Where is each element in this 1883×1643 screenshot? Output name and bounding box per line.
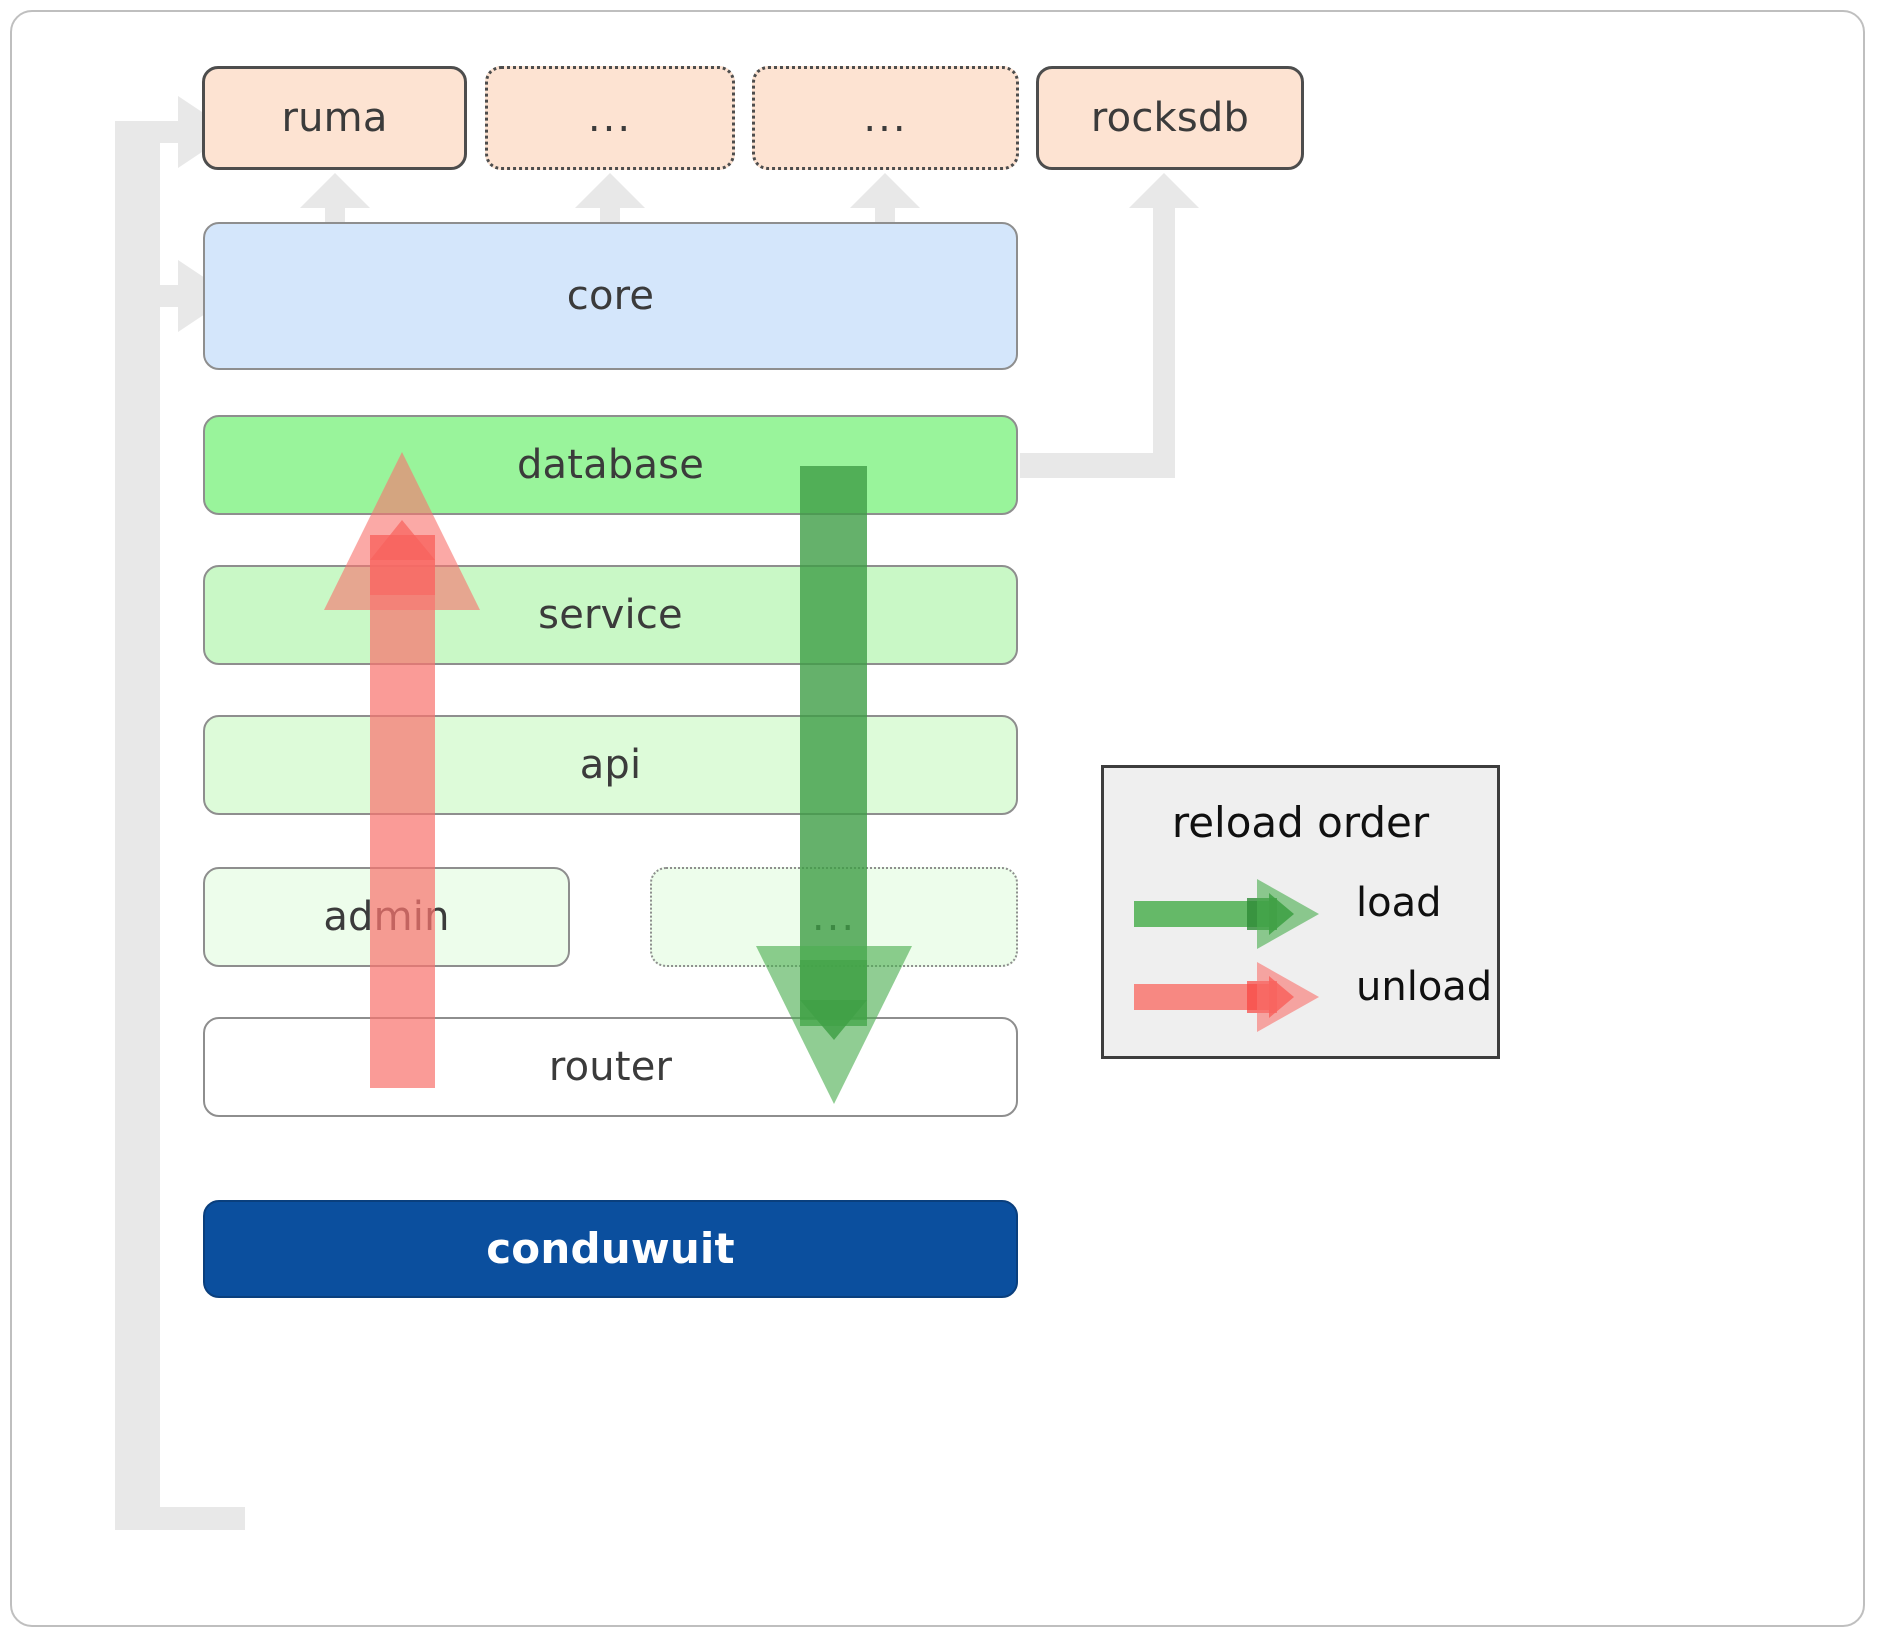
- node-core-label: core: [566, 273, 655, 319]
- left-trunk-line: [115, 132, 160, 1530]
- load-arrow-shaft: [800, 466, 867, 1026]
- left-trunk-to-app: [115, 1507, 245, 1530]
- arrowhead-db-to-rocksdb: [1129, 173, 1199, 208]
- node-rocksdb[interactable]: rocksdb: [1036, 66, 1304, 170]
- arrowhead-core-to-e1: [575, 173, 645, 208]
- legend-load-arrow-icon: [1134, 879, 1319, 949]
- legend-load-label: load: [1356, 880, 1442, 926]
- node-router-label: router: [548, 1044, 673, 1090]
- node-service-label: service: [538, 592, 683, 638]
- node-ellipsis-1-label: ...: [587, 95, 633, 141]
- db-to-rocksdb-horizontal: [1020, 453, 1175, 478]
- load-arrow-head: [756, 946, 912, 1104]
- unload-arrow-icon: [324, 452, 480, 1088]
- node-ruma[interactable]: ruma: [202, 66, 467, 170]
- db-to-rocksdb-vertical: [1153, 205, 1175, 478]
- legend-unload-head: [1257, 962, 1319, 1032]
- legend-title: reload order: [1171, 798, 1430, 847]
- node-conduwuit-label: conduwuit: [486, 1224, 735, 1273]
- load-arrow-icon: [756, 466, 912, 1104]
- node-router[interactable]: router: [203, 1017, 1018, 1117]
- node-conduwuit[interactable]: conduwuit: [203, 1200, 1018, 1298]
- node-rocksdb-label: rocksdb: [1090, 95, 1250, 141]
- node-api-label: api: [579, 742, 642, 788]
- unload-arrow-shaft: [370, 535, 435, 1088]
- arm-to-ruma: [115, 121, 190, 143]
- node-database-label: database: [516, 442, 705, 488]
- node-database[interactable]: database: [203, 415, 1018, 515]
- node-ruma-label: ruma: [281, 95, 388, 141]
- legend-unload-label: unload: [1356, 964, 1493, 1010]
- legend-load-shaft: [1134, 901, 1269, 927]
- node-ellipsis-2[interactable]: ...: [752, 66, 1019, 170]
- legend-load-head: [1257, 879, 1319, 949]
- node-api[interactable]: api: [203, 715, 1018, 815]
- unload-arrow-head: [324, 452, 480, 610]
- legend-unload-arrow-icon: [1134, 962, 1319, 1032]
- arrowhead-core-to-e2: [850, 173, 920, 208]
- legend-unload-shaft: [1134, 984, 1269, 1010]
- arm-to-core: [115, 285, 190, 307]
- node-core[interactable]: core: [203, 222, 1018, 370]
- node-ellipsis-2-label: ...: [863, 95, 908, 141]
- arrowhead-core-to-ruma: [300, 173, 370, 208]
- legend-panel: reload order load unload: [1101, 765, 1500, 1059]
- node-ellipsis-1[interactable]: ...: [485, 66, 735, 170]
